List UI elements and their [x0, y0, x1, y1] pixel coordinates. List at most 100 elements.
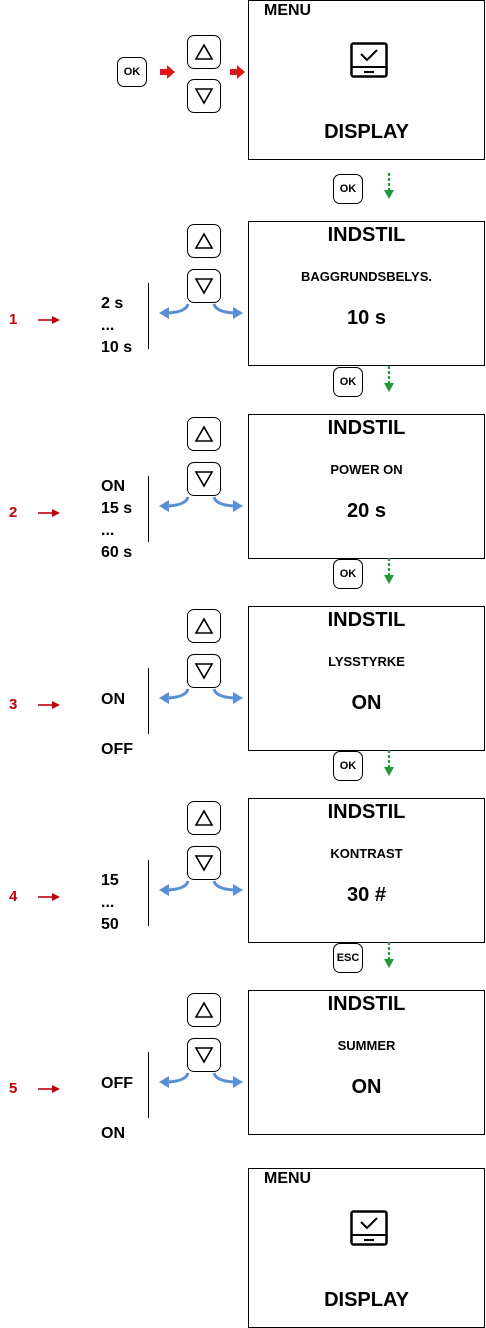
up-key[interactable] — [187, 35, 221, 69]
down-key[interactable] — [187, 462, 221, 496]
settings-screen: INDSTIL LYSSTYRKE ON — [248, 606, 485, 751]
green-down-arrow-icon — [384, 173, 394, 199]
divider-line — [148, 668, 149, 734]
step-number: 5 — [9, 1080, 18, 1097]
screen-title: INDSTIL — [327, 224, 406, 246]
down-key[interactable] — [187, 654, 221, 688]
blue-right-arrow-icon — [212, 1072, 243, 1088]
green-down-arrow-icon — [384, 942, 394, 968]
esc-key[interactable]: ESC — [333, 943, 363, 973]
step-number: 4 — [9, 888, 18, 905]
screen-parameter: LYSSTYRKE — [328, 654, 405, 669]
option-value: ON — [101, 478, 125, 495]
down-key[interactable] — [187, 269, 221, 303]
triangle-down-icon — [194, 88, 214, 105]
menu-screen-bottom: MENU DISPLAY — [248, 1168, 485, 1328]
green-down-arrow-icon — [384, 558, 394, 584]
ok-key[interactable]: OK — [333, 367, 363, 397]
option-value: 50 — [101, 916, 119, 933]
display-icon — [350, 1210, 388, 1246]
screen-title: INDSTIL — [327, 801, 406, 823]
step-number: 3 — [9, 696, 18, 713]
triangle-up-icon — [194, 425, 214, 442]
blue-right-arrow-icon — [212, 880, 243, 896]
settings-screen: INDSTIL SUMMER ON — [248, 990, 485, 1135]
blue-left-arrow-icon — [159, 688, 190, 704]
option-value: 15 s — [101, 500, 133, 517]
screen-parameter: KONTRAST — [330, 846, 403, 861]
option-value: 2 s — [101, 295, 124, 312]
screen-value: 10 s — [347, 307, 386, 329]
blue-right-arrow-icon — [212, 688, 243, 704]
red-pointer-arrow-icon — [38, 701, 60, 709]
triangle-up-icon — [194, 617, 214, 634]
screen-title: INDSTIL — [327, 609, 406, 631]
option-value: OFF — [101, 1075, 133, 1092]
step-number: 2 — [9, 504, 18, 521]
screen-value: ON — [351, 1076, 382, 1098]
triangle-up-icon — [194, 232, 214, 249]
triangle-up-icon — [194, 43, 214, 60]
triangle-down-icon — [194, 471, 214, 488]
up-key[interactable] — [187, 609, 221, 643]
menu-screen-top: MENU DISPLAY — [248, 0, 485, 160]
settings-screen: INDSTIL POWER ON 20 s — [248, 414, 485, 559]
red-pointer-arrow-icon — [38, 316, 60, 324]
triangle-down-icon — [194, 855, 214, 872]
display-icon — [350, 42, 388, 78]
option-value: ... — [101, 894, 115, 911]
options-list: 2 s...10 s — [101, 293, 132, 359]
option-value: ... — [101, 317, 115, 334]
up-key[interactable] — [187, 417, 221, 451]
triangle-up-icon — [194, 809, 214, 826]
red-pointer-arrow-icon — [38, 509, 60, 517]
divider-line — [148, 476, 149, 542]
blue-left-arrow-icon — [159, 1072, 190, 1088]
options-list: ON OFF — [101, 675, 133, 775]
green-down-arrow-icon — [384, 750, 394, 776]
settings-screen: INDSTIL KONTRAST 30 # — [248, 798, 485, 943]
red-pointer-arrow-icon — [38, 893, 60, 901]
screen-parameter: POWER ON — [330, 462, 403, 477]
down-key[interactable] — [187, 1038, 221, 1072]
up-key[interactable] — [187, 993, 221, 1027]
screen-parameter: SUMMER — [337, 1038, 396, 1053]
red-arrow-icon — [230, 65, 245, 79]
blue-left-arrow-icon — [159, 496, 190, 512]
ok-key[interactable]: OK — [333, 559, 363, 589]
blue-left-arrow-icon — [159, 880, 190, 896]
divider-line — [148, 1052, 149, 1118]
options-list: 15... 50 — [101, 870, 119, 936]
options-list: ON 15 s... 60 s — [101, 476, 132, 564]
down-key[interactable] — [187, 846, 221, 880]
screen-value: 30 # — [347, 884, 386, 906]
divider-line — [148, 283, 149, 349]
menu-label: MENU — [264, 2, 312, 19]
triangle-up-icon — [194, 1001, 214, 1018]
blue-left-arrow-icon — [159, 303, 190, 319]
green-down-arrow-icon — [384, 366, 394, 392]
settings-screen: INDSTIL BAGGRUNDSBELYS. 10 s — [248, 221, 485, 366]
option-value: 60 s — [101, 544, 133, 561]
option-value: ... — [101, 522, 115, 539]
option-value: ON — [101, 691, 125, 708]
divider-line — [148, 860, 149, 926]
screen-value: ON — [351, 692, 382, 714]
ok-key[interactable]: OK — [333, 751, 363, 781]
option-value: OFF — [101, 741, 133, 758]
blue-right-arrow-icon — [212, 496, 243, 512]
ok-key[interactable]: OK — [333, 174, 363, 204]
blue-right-arrow-icon — [212, 303, 243, 319]
up-key[interactable] — [187, 801, 221, 835]
option-value: 15 — [101, 872, 119, 889]
red-pointer-arrow-icon — [38, 1085, 60, 1093]
up-key[interactable] — [187, 224, 221, 258]
triangle-down-icon — [194, 278, 214, 295]
menu-label: MENU — [264, 1170, 312, 1187]
ok-key[interactable]: OK — [117, 57, 147, 87]
menu-item-display: DISPLAY — [324, 121, 409, 143]
down-key[interactable] — [187, 79, 221, 113]
screen-parameter: BAGGRUNDSBELYS. — [301, 269, 432, 284]
step-number: 1 — [9, 311, 18, 328]
